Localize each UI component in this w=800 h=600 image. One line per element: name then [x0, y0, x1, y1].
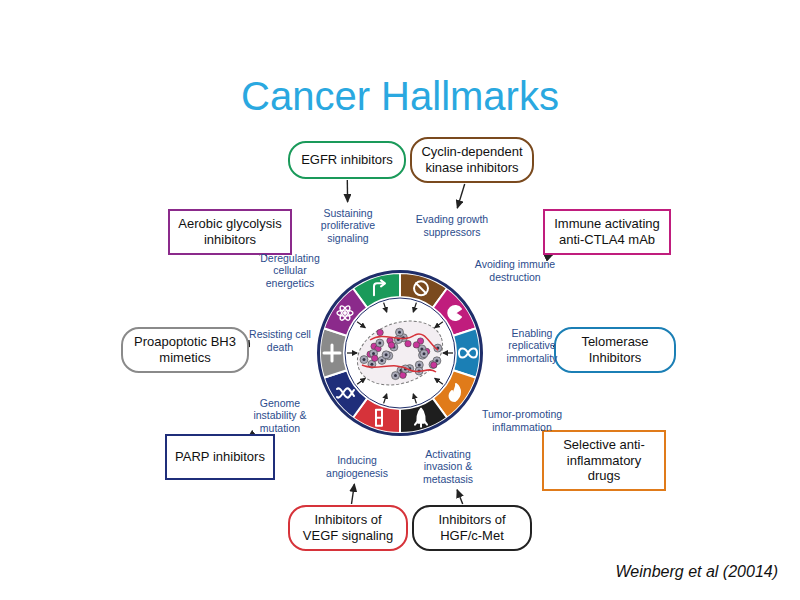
ring-outline	[319, 272, 482, 435]
hallmark-icon	[459, 349, 477, 358]
inner-arrows	[347, 303, 453, 404]
drug-box: Immune activating anti-CTLA4 mAb	[543, 209, 671, 255]
hallmark-icon	[448, 306, 461, 320]
drug-text: Selective anti-inflammatory drugs	[550, 437, 658, 484]
citation-caption: Weinberg et al (20014)	[616, 563, 778, 581]
hallmark-icon	[450, 384, 460, 401]
hallmark-icon	[415, 409, 427, 427]
drug-text: Cyclin-dependent kinase inhibitors	[418, 144, 526, 175]
drug-text: Aerobic glycolysis inhibitors	[176, 216, 284, 247]
hallmark-text: Genome instability & mutation	[240, 397, 320, 433]
drug-box: Inhibitors of HGF/c-Met	[412, 505, 532, 551]
hallmark-icon	[414, 281, 428, 295]
hallmark-label: Avoiding immune destruction	[472, 256, 558, 285]
connector-arrow	[457, 184, 464, 208]
hallmark-text: Tumor-promoting inflammation	[479, 408, 565, 432]
drug-text: Inhibitors of VEGF signaling	[296, 512, 400, 543]
hallmark-icon	[337, 305, 353, 322]
drug-box: Selective anti-inflammatory drugs	[542, 430, 666, 491]
tumor-illustration	[348, 310, 451, 396]
drug-box: EGFR inhibitors	[288, 141, 406, 179]
hallmark-label: Sustaining proliferative signaling	[302, 205, 394, 246]
slide-title: Cancer Hallmarks	[0, 74, 800, 119]
drug-box: Cyclin-dependent kinase inhibitors	[410, 137, 534, 183]
drug-text: Inhibitors of HGF/c-Met	[420, 512, 524, 543]
drug-box: Inhibitors of VEGF signaling	[288, 505, 408, 551]
ring-inner	[345, 298, 455, 408]
hallmark-label: Tumor-promoting inflammation	[477, 406, 567, 435]
drug-text: PARP inhibitors	[175, 449, 265, 465]
connector-arrow	[457, 490, 463, 504]
hallmark-text: Inducing angiogenesis	[321, 454, 393, 478]
hallmark-label: Resisting cell death	[245, 326, 315, 355]
drug-box: PARP inhibitors	[165, 434, 275, 480]
hallmark-text: Activating invasion & metastasis	[408, 448, 488, 484]
hallmark-label: Activating invasion & metastasis	[406, 446, 490, 487]
hallmark-label: Genome instability & mutation	[238, 395, 322, 436]
hallmark-text: Avoiding immune destruction	[474, 258, 556, 282]
drug-box: Aerobic glycolysis inhibitors	[168, 209, 292, 255]
hallmark-icon	[374, 280, 385, 295]
hallmark-label: Enabling replicative immortality	[489, 325, 575, 366]
connector-arrow	[347, 180, 349, 202]
hallmark-label: Evading growth suppressors	[406, 211, 498, 240]
hallmark-text: Sustaining proliferative signaling	[304, 207, 392, 243]
ring-segment	[453, 328, 480, 377]
hallmark-icon	[324, 345, 340, 361]
drug-box: Proapoptotic BH3 mimetics	[121, 327, 249, 373]
drug-text: Proapoptotic BH3 mimetics	[129, 334, 241, 365]
hallmark-label: Deregulating cellular energetics	[247, 250, 333, 291]
drug-text: Immune activating anti-CTLA4 mAb	[551, 216, 663, 247]
hallmark-text: Enabling replicative immortality	[491, 327, 573, 363]
drug-box: Telomerase Inhibitors	[554, 327, 676, 373]
hallmark-text: Deregulating cellular energetics	[249, 252, 331, 288]
hallmark-icon	[376, 410, 382, 426]
drug-text: EGFR inhibitors	[301, 152, 393, 168]
hallmark-ring	[319, 272, 482, 435]
drug-text: Telomerase Inhibitors	[562, 334, 668, 365]
ring-segment	[320, 328, 347, 377]
connector-arrow	[352, 484, 355, 504]
hallmark-label: Inducing angiogenesis	[319, 452, 395, 481]
hallmark-text: Evading growth suppressors	[408, 213, 496, 237]
hallmark-icon	[337, 388, 354, 397]
hallmark-icons	[324, 280, 477, 426]
hallmark-text: Resisting cell death	[247, 328, 313, 352]
